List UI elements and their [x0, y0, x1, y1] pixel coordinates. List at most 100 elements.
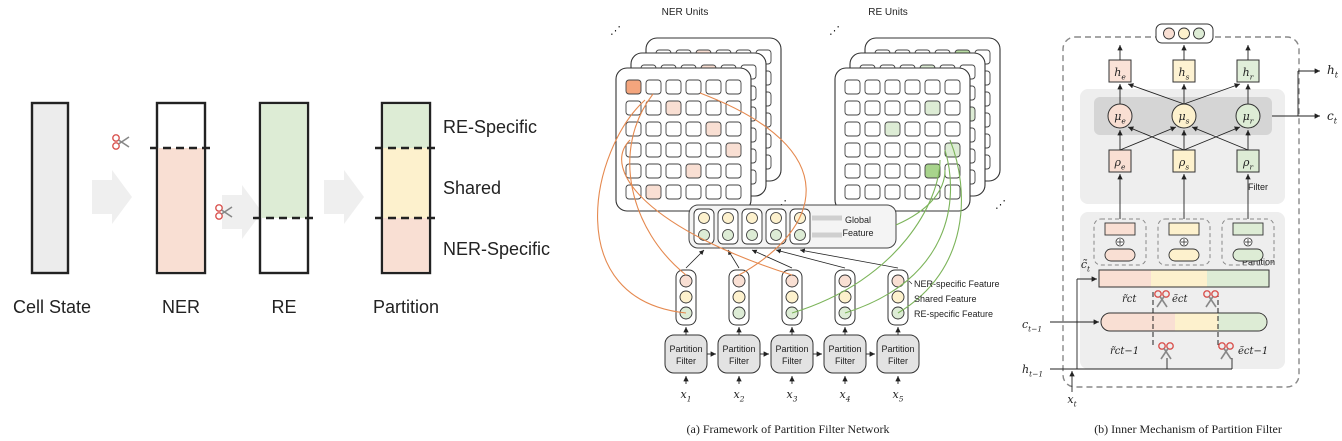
unit-cell	[645, 142, 662, 158]
input-label: x1	[681, 388, 692, 403]
re-label: RE	[271, 297, 296, 317]
rho-label: ρr	[1242, 156, 1253, 171]
input-label: x5	[893, 388, 904, 403]
flow-arrow	[222, 185, 262, 239]
unit-cell	[844, 142, 861, 158]
svg-text:Partition: Partition	[828, 344, 861, 354]
re-specific-label: RE-Specific	[443, 117, 537, 137]
connection-curve	[791, 159, 941, 314]
re-units-title: RE Units	[868, 7, 907, 18]
unit-cell	[864, 100, 881, 116]
h-label: hs	[1179, 66, 1190, 81]
unit-cell	[944, 100, 961, 116]
unit-cell	[844, 79, 861, 95]
unit-cell	[685, 100, 702, 116]
ner-label: NER	[162, 297, 200, 317]
partition-label: Partition	[373, 297, 439, 317]
svg-text:Filter: Filter	[782, 356, 802, 366]
svg-text:Filter: Filter	[676, 356, 696, 366]
unit-cell	[924, 121, 941, 137]
unit-cell	[705, 79, 722, 95]
unit-cell	[625, 163, 642, 179]
unit-cell	[864, 79, 881, 95]
re-units-cards: ⋰⋰	[829, 25, 1006, 212]
unit-cell	[685, 79, 702, 95]
scissors-icon	[112, 134, 130, 150]
unit-cell	[864, 121, 881, 137]
panel-a: NER Units RE Units ⋰⋰ ⋰⋰ Global Feature …	[597, 7, 1006, 436]
svg-text:⋰: ⋰	[829, 25, 840, 37]
partition-filter-box	[717, 334, 761, 374]
unit-cell	[645, 79, 662, 95]
connection-curve	[897, 139, 962, 314]
mu-node	[1235, 103, 1261, 129]
panel-b: Filter Partition heμeρehsμsρshrμrρrc̃tct…	[1022, 23, 1339, 436]
unit-cell	[645, 184, 662, 200]
svg-text:Partition: Partition	[669, 344, 702, 354]
cell-state-label: Cell State	[13, 297, 91, 317]
unit-cell	[625, 79, 642, 95]
unit-cell	[665, 163, 682, 179]
h-label: hr	[1243, 66, 1254, 81]
scissor-label: r̃ct	[1122, 294, 1137, 305]
unit-cell	[924, 142, 941, 158]
unit-cell	[645, 121, 662, 137]
connection-curve	[597, 99, 687, 314]
cell-state-bar	[30, 101, 70, 275]
unit-cell	[864, 184, 881, 200]
legend-re-specific: RE-specific Feature	[914, 309, 993, 319]
svg-text:Partition: Partition	[881, 344, 914, 354]
svg-text:⋰: ⋰	[995, 199, 1006, 211]
scissor-label: ẽct	[1172, 294, 1189, 305]
unit-cell	[725, 142, 742, 158]
flow-arrow	[324, 170, 364, 224]
left-panel: Cell State NER RE Partition RE-Specific …	[13, 101, 550, 317]
unit-cell	[904, 163, 921, 179]
mu-label: μs	[1179, 110, 1190, 125]
unit-cell	[625, 100, 642, 116]
unit-cell	[725, 121, 742, 137]
shared-label: Shared	[443, 178, 501, 198]
svg-text:⋰: ⋰	[610, 25, 621, 37]
unit-cell	[645, 100, 662, 116]
partition-label-b: Partition	[1242, 257, 1275, 267]
x-input-label: xt	[1067, 393, 1077, 408]
partition-subbox	[1157, 218, 1211, 266]
unit-cell	[884, 184, 901, 200]
unit-cell	[705, 142, 722, 158]
unit-cell	[884, 100, 901, 116]
svg-text:Feature: Feature	[842, 228, 873, 238]
unit-cell	[685, 184, 702, 200]
rho-label: ρe	[1114, 156, 1126, 171]
svg-text:Filter: Filter	[888, 356, 908, 366]
unit-cell	[884, 79, 901, 95]
unit-cell	[884, 142, 901, 158]
unit-cell	[665, 184, 682, 200]
legend-shared: Shared Feature	[914, 294, 977, 304]
input-label: x3	[787, 388, 798, 403]
unit-cell	[884, 121, 901, 137]
h-label: he	[1114, 66, 1126, 81]
unit-cell	[685, 142, 702, 158]
unit-cell	[705, 163, 722, 179]
unit-cell	[904, 142, 921, 158]
input-label: x2	[734, 388, 745, 403]
c-output-label: ct	[1327, 109, 1338, 126]
unit-cell	[844, 100, 861, 116]
unit-cell	[864, 163, 881, 179]
unit-cell	[665, 121, 682, 137]
unit-cell	[924, 79, 941, 95]
ner-units-cards: ⋰⋰	[610, 25, 787, 212]
unit-cell	[645, 163, 662, 179]
caption-a: (a) Framework of Partition Filter Networ…	[687, 422, 890, 436]
unit-cell	[725, 184, 742, 200]
svg-text:Partition: Partition	[775, 344, 808, 354]
ner-units-title: NER Units	[662, 7, 709, 18]
unit-cell	[884, 163, 901, 179]
unit-cell	[725, 79, 742, 95]
unit-cell	[685, 163, 702, 179]
unit-cell	[924, 163, 941, 179]
svg-text:Filter: Filter	[835, 356, 855, 366]
rho-label: ρs	[1178, 156, 1189, 171]
unit-cell	[705, 184, 722, 200]
